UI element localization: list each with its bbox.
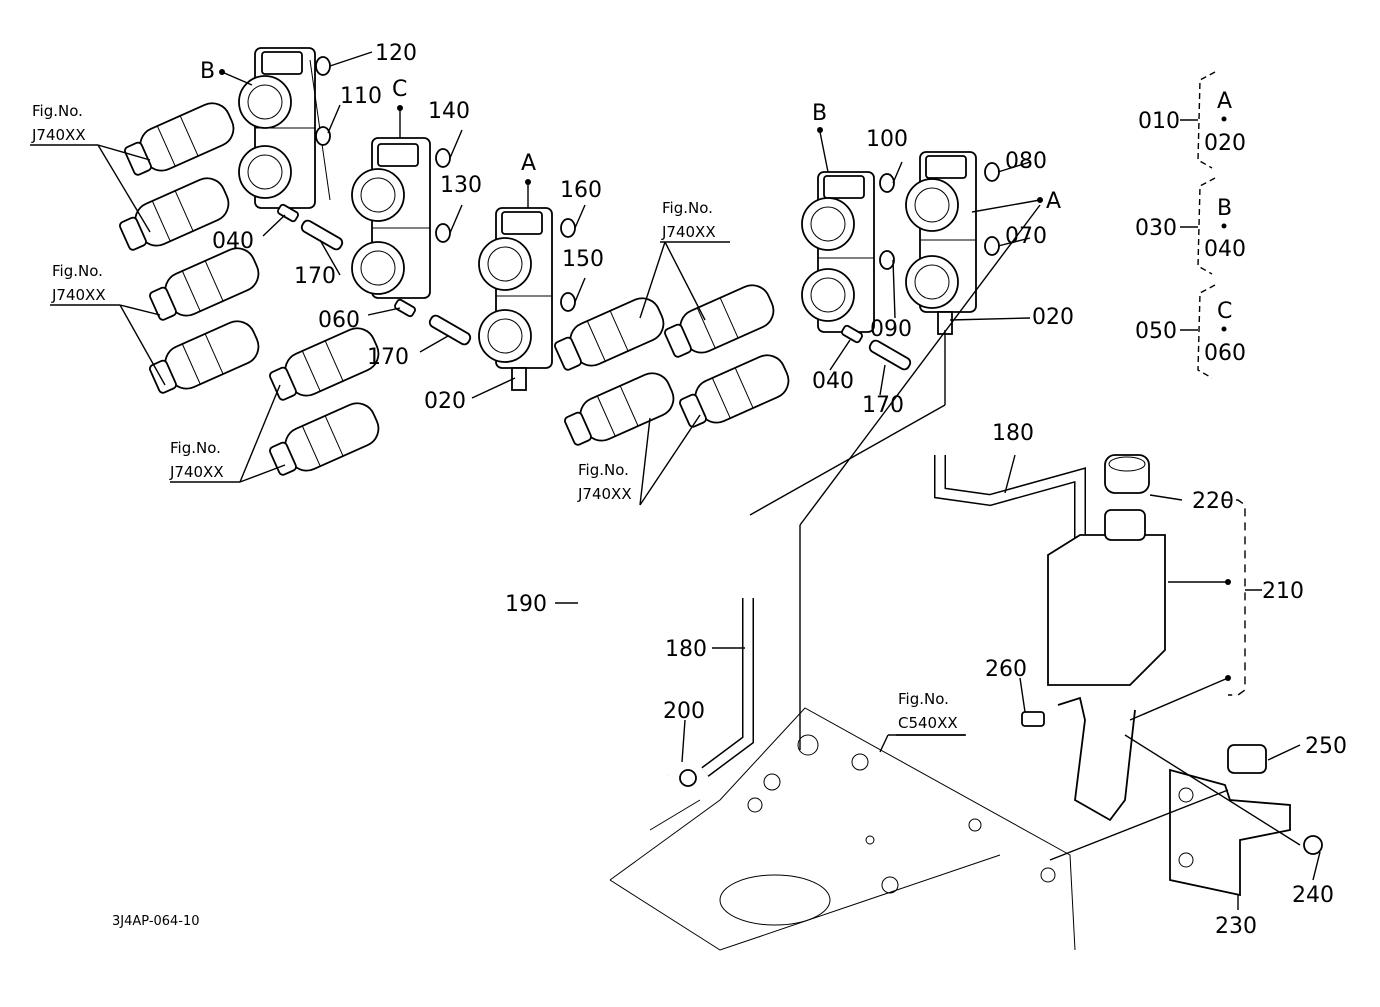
fig-ref-5-line1: Fig.No. [578, 461, 629, 479]
reservoir-tank [1047, 454, 1166, 686]
label-040-left: 040 [212, 229, 254, 254]
legend-050-part: 060 [1204, 341, 1246, 366]
fig-ref-4-line1: Fig.No. [662, 199, 713, 217]
fig-ref-3-line1: Fig.No. [170, 439, 221, 457]
label-110: 110 [340, 84, 382, 109]
fig-ref-5-line2: J740XX [577, 485, 632, 503]
label-140: 140 [428, 99, 470, 124]
label-240: 240 [1292, 883, 1334, 908]
fig-ref-4-line2: J740XX [661, 223, 716, 241]
label-120: 120 [375, 41, 417, 66]
label-180-top: 180 [992, 421, 1034, 446]
fig-ref-1-line2: J740XX [31, 126, 86, 144]
transmission-housing [609, 707, 1076, 951]
callout-labels: 120 110 140 130 160 150 040 170 060 170 … [200, 41, 1347, 939]
legend-050-code: 050 [1135, 319, 1177, 344]
legend-030-code: 030 [1135, 216, 1177, 241]
coupler-group-left [119, 102, 380, 476]
label-100: 100 [866, 127, 908, 152]
letter-a-right: A [1046, 189, 1061, 214]
label-150: 150 [562, 247, 604, 272]
label-020-left: 020 [424, 389, 466, 414]
leader-lines [30, 51, 1321, 910]
short-pipes [277, 203, 912, 371]
hoses [516, 405, 1086, 787]
legend-030-part: 040 [1204, 237, 1246, 262]
letter-b-right: B [812, 101, 827, 126]
label-080: 080 [1005, 149, 1047, 174]
legend-050-letter: C [1217, 299, 1232, 324]
fig-ref-1-line1: Fig.No. [32, 102, 83, 120]
valve-block-c [351, 137, 431, 299]
label-070: 070 [1005, 224, 1047, 249]
label-190: 190 [505, 592, 547, 617]
label-170-right: 170 [862, 393, 904, 418]
reference-dots [219, 69, 1231, 681]
label-210: 210 [1262, 579, 1304, 604]
label-260: 260 [985, 657, 1027, 682]
valve-block-b-right [801, 171, 875, 333]
valve-block-a-left [478, 207, 553, 391]
label-020-right: 020 [1032, 305, 1074, 330]
valve-block-a-right [905, 151, 977, 335]
label-230: 230 [1215, 914, 1257, 939]
legend-010-letter: A [1217, 89, 1232, 114]
fig-ref-2-line2: J740XX [51, 286, 106, 304]
group-legend-brackets [1180, 71, 1227, 379]
label-090: 090 [870, 317, 912, 342]
label-170-mid: 170 [367, 345, 409, 370]
fig-ref-2-line1: Fig.No. [52, 262, 103, 280]
fig-ref-6-line2: C540XX [898, 714, 958, 732]
fig-ref-3-line2: J740XX [169, 463, 224, 481]
o-rings [315, 56, 1000, 312]
valve-block-b-left [238, 47, 331, 209]
label-130: 130 [440, 173, 482, 198]
group-legend: 010 A 020 030 B 040 050 C 060 [1135, 89, 1246, 366]
label-170-left: 170 [294, 264, 336, 289]
label-220: 220 [1192, 489, 1234, 514]
brackets [1021, 696, 1323, 897]
legend-030-letter: B [1217, 196, 1232, 221]
legend-010-part: 020 [1204, 131, 1246, 156]
label-180-bottom: 180 [665, 637, 707, 662]
letter-b-left: B [200, 59, 215, 84]
letter-c: C [392, 77, 407, 102]
legend-010-code: 010 [1138, 109, 1180, 134]
coupler-group-right [554, 284, 790, 446]
letter-a-left: A [521, 151, 536, 176]
fig-ref-6-line1: Fig.No. [898, 690, 949, 708]
label-060: 060 [318, 308, 360, 333]
drawing-code: 3J4AP-064-10 [112, 914, 200, 929]
label-160: 160 [560, 178, 602, 203]
label-200: 200 [663, 699, 705, 724]
label-250: 250 [1305, 734, 1347, 759]
figure-references: Fig.No. J740XX Fig.No. J740XX Fig.No. J7… [31, 102, 958, 732]
label-040-right: 040 [812, 369, 854, 394]
